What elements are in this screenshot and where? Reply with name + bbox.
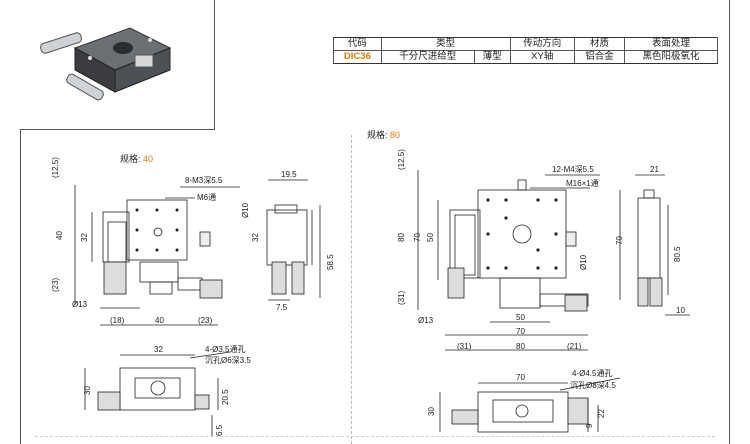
product-photo-box [20,0,215,130]
dim-80-b70: 70 [516,373,525,382]
spec40-side-view [266,209,308,266]
dim-80-21h: (21) [567,342,582,351]
dim-80-d10: Ø10 [579,254,588,270]
dim-40-d13: Ø13 [72,300,88,309]
dim-40-b6_5: 6.5 [215,424,224,436]
dim-80-bholes: 4-Ø4.5通孔 [572,368,612,378]
divider-vertical [351,135,352,444]
dim-40-center: M6通 [197,192,216,202]
dim-80-bcounter: 沉孔Ø8深4.5 [570,381,616,390]
dim-80-70v: 70 [413,233,422,242]
dim-80-12_5: (12.5) [397,149,406,170]
spec80-side-view [637,197,661,279]
cell-direction: XY轴 [509,50,575,64]
spec40-bottom-view [119,367,196,411]
dim-80-b9: 9 [585,423,594,428]
dim-40-23h: (23) [198,316,213,325]
dim-40-23v: (23) [51,277,60,292]
drawing-frame [20,0,730,444]
spec80-bottom-view [477,391,569,433]
dim-40-58_5: 58.5 [326,254,335,270]
dim-40-b32: 32 [154,345,163,354]
dim-40-bholes: 4-Ø3.5通孔 [205,344,245,354]
dim-40-7_5: 7.5 [276,303,288,312]
dim-80-50h: 50 [516,313,525,322]
dim-40-40h: 40 [155,316,164,325]
spec-table: 代码 类型 传动方向 材质 表面处理 DIC36 千分尺进给型 薄型 XY轴 铝… [333,37,718,64]
dim-40-b30: 30 [83,386,92,395]
spec40-label: 规格: 40 [120,154,154,164]
dim-80-80h: 80 [516,342,525,351]
dim-80-70h: 70 [516,327,525,336]
dim-80-center: M16×1通 [566,178,599,188]
dim-40-12_5: (12.5) [51,157,60,178]
dim-80-b22: 22 [597,409,606,418]
dim-40-40v: 40 [55,231,64,240]
dim-80-21: 21 [650,165,659,174]
dim-80-b30: 30 [427,407,436,416]
dim-80-10s: 10 [676,306,685,315]
dim-40-d10: Ø10 [241,202,250,218]
spec80-front-plate [477,189,567,279]
dim-40-b20_5: 20.5 [221,389,230,405]
dim-80-80_5: 80.5 [673,246,682,262]
cell-finish: 黑色阳极氧化 [624,50,718,64]
dim-80-31h: (31) [457,342,472,351]
divider-bottom [35,436,715,437]
spec80-label: 规格: 80 [367,130,401,140]
dim-40-bcounter: 沉孔Ø6深3.5 [205,356,251,365]
cell-material: 铝合金 [573,50,626,64]
dim-40-18: (18) [110,316,125,325]
dim-80-31v: (31) [397,290,406,305]
dim-40-32v: 32 [80,233,89,242]
spec-table-row: DIC36 千分尺进给型 薄型 XY轴 铝合金 黑色阳极氧化 [333,50,718,64]
dim-80-70s: 70 [615,236,624,245]
dim-80-80v: 80 [397,233,406,242]
dim-80-holes: 12-M4深5.5 [552,165,594,174]
dim-80-50v: 50 [426,233,435,242]
dim-40-holes: 8-M3深5.5 [185,176,223,185]
product-photo [40,27,172,101]
dim-80-d13: Ø13 [418,316,434,325]
dim-40-19_5: 19.5 [281,170,297,179]
spec40-front-plate [126,199,188,261]
dim-40-32s: 32 [251,233,260,242]
